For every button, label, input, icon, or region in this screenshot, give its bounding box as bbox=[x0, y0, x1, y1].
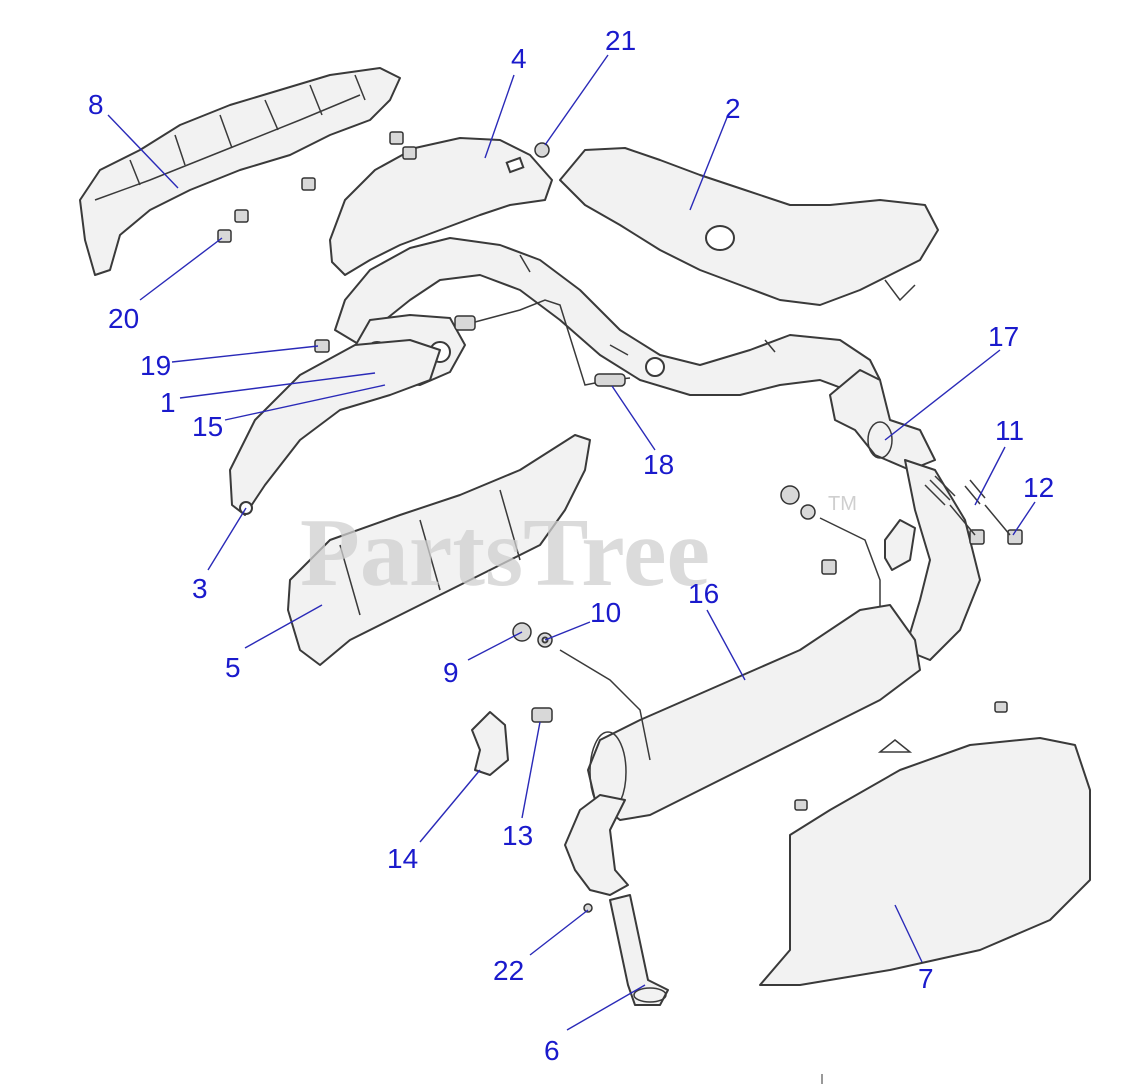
leader-15 bbox=[224, 384, 386, 421]
callout-7: 7 bbox=[918, 963, 934, 994]
part-17-flex-joint bbox=[829, 369, 936, 471]
callout-8: 8 bbox=[88, 89, 104, 120]
leader-1 bbox=[179, 372, 376, 399]
part-8-heat-shield bbox=[79, 67, 401, 276]
leader-11 bbox=[974, 446, 1006, 506]
part-3-heat-shield bbox=[229, 339, 441, 516]
part-12-bolts bbox=[949, 504, 1023, 545]
callout-11: 11 bbox=[995, 415, 1024, 446]
part-4-header-shield bbox=[329, 137, 553, 276]
watermark: PartsTree TM bbox=[300, 493, 857, 607]
callout-12: 12 bbox=[1023, 472, 1054, 503]
leader-2 bbox=[689, 114, 729, 211]
part-grommets bbox=[780, 485, 881, 620]
leader-14 bbox=[419, 769, 481, 843]
part-7-muffler-shield bbox=[759, 701, 1091, 986]
part-13-spring bbox=[531, 707, 553, 723]
leader-9 bbox=[467, 631, 523, 661]
part-exhaust-pipe-lower bbox=[904, 459, 981, 661]
leader-7 bbox=[894, 904, 923, 963]
leader-10 bbox=[544, 621, 591, 641]
watermark-text: PartsTree bbox=[300, 499, 710, 607]
callout-18: 18 bbox=[643, 449, 674, 480]
callout-17: 17 bbox=[988, 321, 1019, 352]
leader-3 bbox=[207, 507, 247, 571]
callout-16: 16 bbox=[688, 578, 719, 609]
callout-14: 14 bbox=[387, 843, 418, 874]
callout-22: 22 bbox=[493, 955, 524, 986]
callout-2: 2 bbox=[725, 93, 741, 124]
part-18-o2-sensor bbox=[454, 299, 631, 387]
leader-21 bbox=[544, 54, 609, 146]
leader-lines bbox=[107, 54, 1036, 1031]
part-22-screw bbox=[583, 903, 593, 913]
part-2-heat-shield bbox=[559, 147, 939, 306]
part-21-nut bbox=[534, 142, 550, 158]
part-5-heat-shield bbox=[287, 434, 591, 666]
leader-17 bbox=[884, 349, 1001, 441]
callout-20: 20 bbox=[108, 303, 139, 334]
callout-15: 15 bbox=[192, 411, 223, 442]
callout-5: 5 bbox=[225, 652, 241, 683]
leader-16 bbox=[706, 609, 746, 681]
leader-20 bbox=[139, 237, 223, 301]
part-11-springs bbox=[924, 475, 986, 506]
leader-13 bbox=[521, 721, 541, 819]
callout-10: 10 bbox=[590, 597, 621, 628]
callout-19: 19 bbox=[140, 350, 171, 381]
leader-12 bbox=[1012, 501, 1036, 536]
part-16-muffler bbox=[559, 604, 921, 821]
callout-1: 1 bbox=[160, 387, 176, 418]
callout-6: 6 bbox=[544, 1035, 560, 1066]
callout-3: 3 bbox=[192, 573, 208, 604]
callout-numbers: 1 2 3 4 5 6 7 8 9 10 11 12 13 14 15 16 1… bbox=[88, 25, 1054, 1066]
leader-4 bbox=[484, 74, 515, 159]
leader-6 bbox=[566, 984, 646, 1031]
part-muffler-bracket bbox=[884, 519, 916, 571]
callout-21: 21 bbox=[605, 25, 636, 56]
part-tailpipe bbox=[564, 794, 629, 896]
part-14-bracket bbox=[471, 711, 509, 776]
part-20-bolts bbox=[217, 131, 417, 243]
leader-5 bbox=[244, 604, 323, 649]
leader-22 bbox=[529, 909, 589, 956]
callout-9: 9 bbox=[443, 657, 459, 688]
watermark-tm: TM bbox=[828, 493, 857, 515]
leader-19 bbox=[171, 345, 319, 363]
part-6-exhaust-tip bbox=[609, 894, 669, 1006]
leader-18 bbox=[611, 385, 656, 451]
callout-13: 13 bbox=[502, 820, 533, 851]
callout-4: 4 bbox=[511, 43, 527, 74]
leader-8 bbox=[107, 114, 179, 189]
